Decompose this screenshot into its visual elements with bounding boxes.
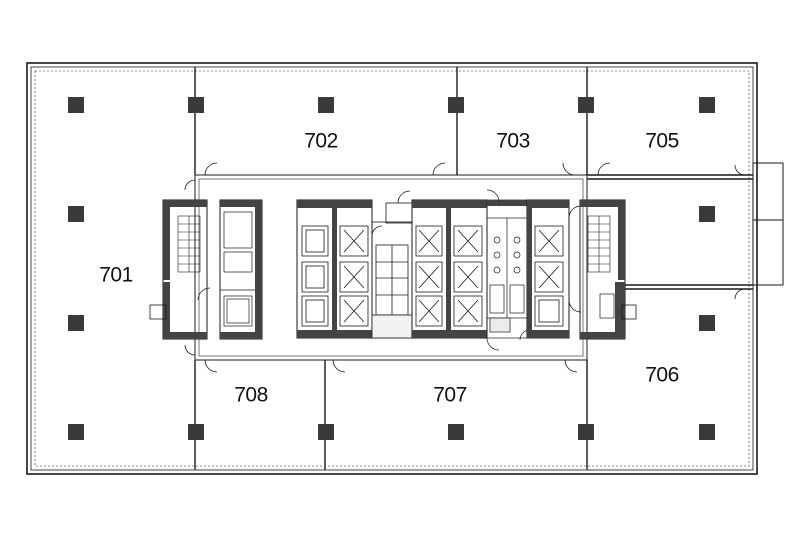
doors: [184, 162, 746, 373]
right-service-core: [526, 199, 582, 339]
room-label-702: 702: [304, 130, 338, 153]
elevator-bank-right: [411, 199, 488, 339]
partition-walls: [194, 67, 753, 470]
entrance-annex: [752, 162, 784, 286]
room-label-703: 703: [496, 130, 530, 153]
room-label-707: 707: [433, 384, 467, 407]
columns: [68, 97, 715, 440]
left-service-core: [219, 199, 263, 340]
right-stair-core: [579, 199, 637, 340]
central-shaft: [371, 190, 413, 339]
restroom-core: [486, 189, 531, 351]
left-stair-core: [149, 199, 211, 340]
room-label-708: 708: [234, 384, 268, 407]
elevator-bank-left: [296, 199, 373, 339]
room-label-706: 706: [645, 364, 679, 387]
room-label-701: 701: [99, 264, 133, 287]
core: [149, 189, 637, 351]
room-labels: 701 702 703 705 706 707 708: [99, 130, 679, 407]
room-label-705: 705: [645, 130, 679, 153]
